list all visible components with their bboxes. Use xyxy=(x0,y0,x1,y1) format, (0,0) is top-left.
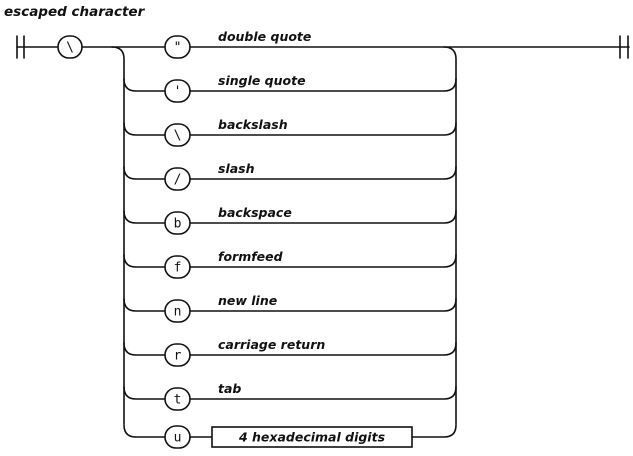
option-row: \ backslash xyxy=(123,117,457,147)
option-entry-line xyxy=(123,386,166,400)
option-entry-line xyxy=(123,122,166,136)
option-row: t tab xyxy=(123,381,457,411)
option-entry-line xyxy=(123,210,166,224)
hex-digits-label: 4 hexadecimal digits xyxy=(238,430,385,445)
start-terminal: \ xyxy=(57,35,83,59)
option-terminal: \ xyxy=(164,123,191,147)
option-entry-line xyxy=(123,424,166,438)
option-exit-line xyxy=(189,254,457,268)
option-entry-line xyxy=(123,78,166,92)
option-terminal: / xyxy=(164,167,191,191)
option-symbol: u xyxy=(174,431,182,446)
option-row: / slash xyxy=(123,161,457,191)
option-exit-line xyxy=(189,298,457,312)
option-label: double quote xyxy=(218,29,311,44)
option-row: ' single quote xyxy=(123,73,457,103)
option-terminal: f xyxy=(164,255,191,279)
option-row: r carriage return xyxy=(123,337,457,367)
option-symbol: \ xyxy=(174,129,182,144)
option-label: backspace xyxy=(218,205,292,220)
option-symbol: f xyxy=(174,261,182,276)
option-symbol: / xyxy=(174,173,182,188)
option-terminal: n xyxy=(164,299,191,323)
option-symbol: " xyxy=(174,41,182,56)
option-exit-line xyxy=(189,386,457,400)
option-exit-line xyxy=(189,210,457,224)
option-entry-line xyxy=(123,342,166,356)
left-branch-line xyxy=(111,46,125,425)
option-terminal: b xyxy=(164,211,191,235)
option-terminal: u xyxy=(164,425,191,449)
option-row: f formfeed xyxy=(123,249,457,279)
start-terminal-symbol: \ xyxy=(66,41,74,56)
diagram-title: escaped character xyxy=(4,4,146,20)
right-branch-line xyxy=(443,46,457,425)
option-symbol: n xyxy=(174,305,182,320)
option-exit-line xyxy=(189,342,457,356)
option-label: tab xyxy=(218,381,241,396)
option-rows: " double quote ' single quote \ backslash / sla… xyxy=(123,29,457,449)
option-label: carriage return xyxy=(218,337,325,352)
option-exit-line xyxy=(189,166,457,180)
option-terminal: r xyxy=(164,343,191,367)
option-exit-line xyxy=(189,78,457,92)
hex-digits-box: 4 hexadecimal digits xyxy=(211,426,413,448)
option-row: n new line xyxy=(123,293,457,323)
exit-marker xyxy=(619,35,629,59)
option-row: " double quote xyxy=(164,29,311,59)
option-entry-line xyxy=(123,254,166,268)
option-row: u 4 hexadecimal digits xyxy=(123,424,457,449)
option-label: slash xyxy=(218,161,255,176)
option-exit-line xyxy=(189,122,457,136)
option-symbol: ' xyxy=(174,85,182,100)
option-entry-line xyxy=(123,166,166,180)
option-label: formfeed xyxy=(218,249,284,264)
option-row: b backspace xyxy=(123,205,457,235)
option-terminal: " xyxy=(164,35,191,59)
option-exit-line xyxy=(411,424,457,438)
option-symbol: r xyxy=(174,349,182,364)
option-label: single quote xyxy=(218,73,306,88)
option-label: new line xyxy=(218,293,277,308)
option-symbol: b xyxy=(174,217,182,232)
option-entry-line xyxy=(123,298,166,312)
option-symbol: t xyxy=(174,393,182,408)
option-terminal: ' xyxy=(164,79,191,103)
option-terminal: t xyxy=(164,387,191,411)
option-label: backslash xyxy=(218,117,288,132)
